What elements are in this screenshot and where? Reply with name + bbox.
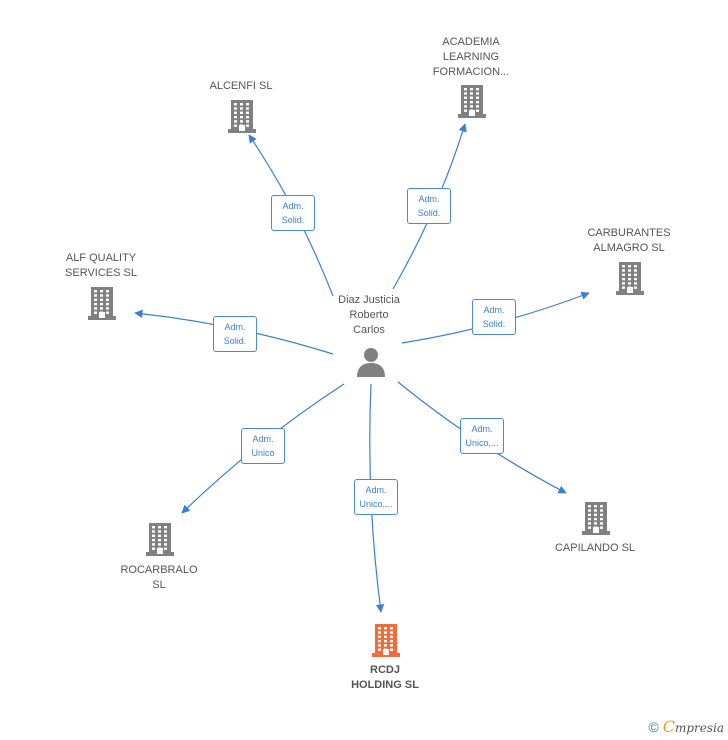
footer-brand: ©Cmpresia <box>648 717 724 736</box>
role-label-rcdj: Adm. Unico,... <box>354 479 398 515</box>
building-icon-academia[interactable] <box>457 84 487 123</box>
role-label-alfquality: Adm. Solid. <box>213 316 257 352</box>
building-icon-alcenfi[interactable] <box>227 99 257 138</box>
company-name-rcdj[interactable]: RCDJ HOLDING SL <box>351 664 419 691</box>
brand-logo-initial: C <box>662 717 675 736</box>
building-icon-rocarbralo[interactable] <box>145 522 175 561</box>
building-icon-carburantes[interactable] <box>615 261 645 300</box>
role-label-capilando: Adm. Unico,... <box>460 418 504 454</box>
company-name-alfquality[interactable]: ALF QUALITY SERVICES SL <box>65 252 137 279</box>
role-label-rocarbralo: Adm. Unico <box>241 428 285 464</box>
person-name: Diaz Justicia Roberto Carlos <box>338 294 400 336</box>
building-icon-alfquality[interactable] <box>87 286 117 325</box>
person-icon[interactable] <box>355 346 387 378</box>
role-label-academia: Adm. Solid. <box>407 188 451 224</box>
role-label-alcenfi: Adm. Solid. <box>271 195 315 231</box>
building-icon-capilando[interactable] <box>581 501 611 540</box>
role-label-carburantes: Adm. Solid. <box>472 299 516 335</box>
company-name-academia[interactable]: ACADEMIA LEARNING FORMACION... <box>432 36 510 78</box>
brand-logo-text: mpresia <box>674 721 724 735</box>
company-name-alcenfi[interactable]: ALCENFI SL <box>209 80 273 92</box>
company-name-carburantes[interactable]: CARBURANTES ALMAGRO SL <box>587 227 671 254</box>
copyright-symbol: © <box>648 719 659 735</box>
building-icon-rcdj[interactable] <box>371 623 401 662</box>
company-name-rocarbralo[interactable]: ROCARBRALO SL <box>120 564 198 591</box>
company-name-capilando[interactable]: CAPILANDO SL <box>554 542 636 554</box>
